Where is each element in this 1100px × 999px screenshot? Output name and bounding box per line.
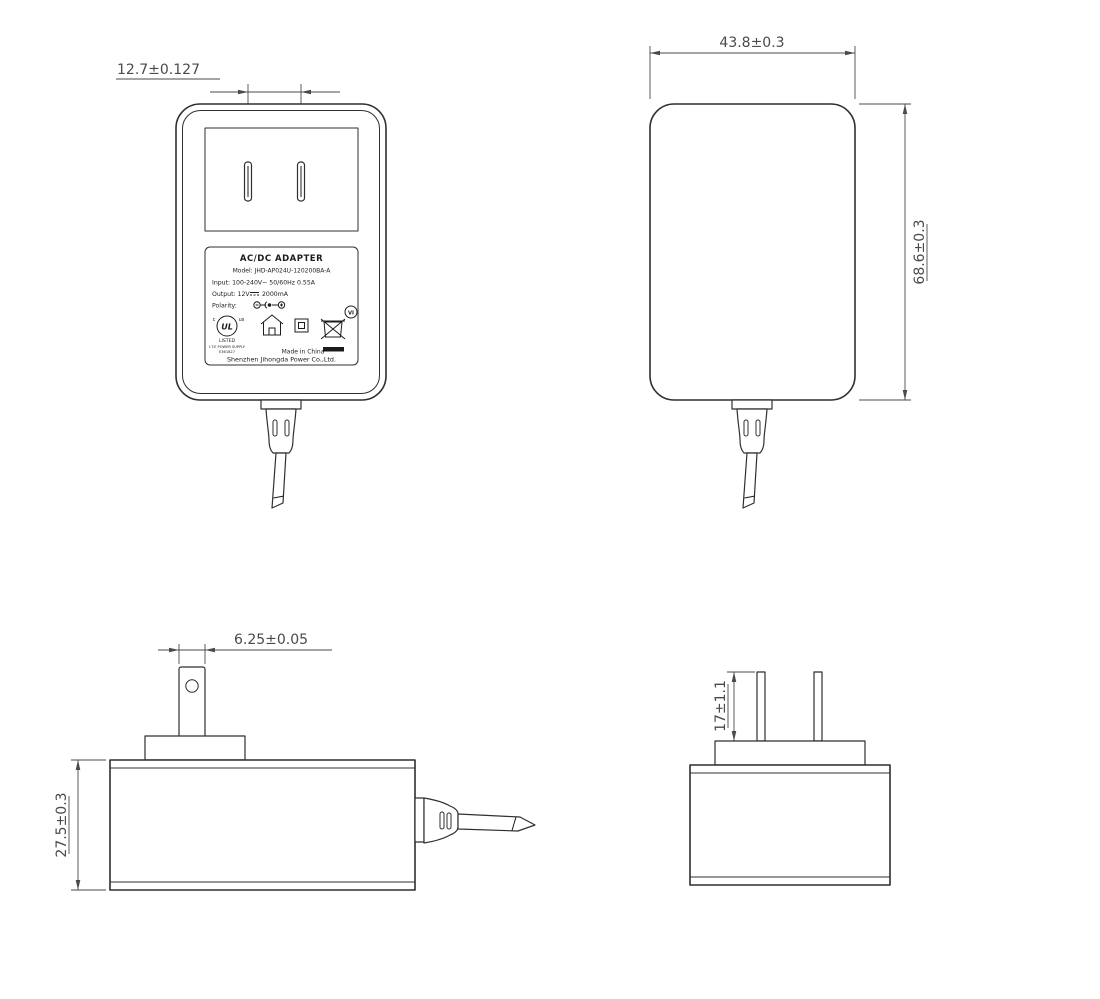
dim-prong-length-text: 17±1.1 xyxy=(713,680,729,732)
label-polarity-text: Polarity: xyxy=(212,303,237,310)
arrowhead xyxy=(902,390,908,400)
width-dimension: 43.8±0.3 xyxy=(649,35,856,99)
arrowhead xyxy=(75,880,81,890)
side-prong xyxy=(178,666,206,738)
plug-prong-left xyxy=(756,671,766,742)
ul-listed-text: LISTED xyxy=(219,338,236,344)
ite-power-supply-text: I.T.E POWER SUPPLY xyxy=(209,345,246,349)
side-blade-housing xyxy=(144,735,246,761)
efficiency-vi-icon: VI xyxy=(344,305,358,319)
body-height-dimension: 27.5±0.3 xyxy=(54,759,106,891)
plug-prong-right xyxy=(813,671,823,742)
arrowhead xyxy=(75,760,81,770)
arrowhead xyxy=(238,89,248,95)
side-cable xyxy=(457,813,536,832)
arrowhead xyxy=(845,50,855,56)
dc-polarity-icon xyxy=(253,301,286,309)
back-view: 43.8±0.3 68.6±0.3 xyxy=(649,35,928,509)
side-strain-relief xyxy=(414,797,459,844)
weee-icon xyxy=(320,318,346,352)
label-title-text: AC/DC ADAPTER xyxy=(240,254,323,264)
dc-symbol-icon xyxy=(250,292,259,296)
arrowhead xyxy=(205,647,215,653)
prong-length-dimension: 17±1.1 xyxy=(713,671,755,741)
dim-height-text: 68.6±0.3 xyxy=(912,219,928,284)
back-strain-relief xyxy=(731,399,773,454)
arrowhead xyxy=(650,50,660,56)
front-body xyxy=(175,103,387,401)
dim-blade-width-text: 6.25±0.05 xyxy=(234,632,308,648)
arrowhead xyxy=(731,672,737,682)
back-cable xyxy=(742,452,758,509)
plug-blade-housing xyxy=(714,740,866,766)
label-output-text: Output: 12V xyxy=(212,291,250,298)
efficiency-vi-text: VI xyxy=(348,311,354,317)
plug-side-view: 17±1.1 xyxy=(689,671,891,886)
label-model-text: Model: JHD-AP024U-120200BA-A xyxy=(233,268,332,275)
arrowhead xyxy=(169,647,179,653)
label-output-current-text: 2000mA xyxy=(262,291,289,298)
side-body xyxy=(109,759,416,891)
height-dimension: 68.6±0.3 xyxy=(859,103,928,401)
weee-bar xyxy=(323,347,344,352)
back-body xyxy=(649,103,856,401)
arrowhead xyxy=(902,104,908,114)
made-in-text: Made in China xyxy=(282,349,325,356)
indoor-use-icon xyxy=(260,314,284,336)
blade-hole xyxy=(185,679,199,693)
side-view: 6.25±0.05 27.5±0.3 xyxy=(54,632,536,891)
plug-body xyxy=(689,764,891,886)
arrowhead xyxy=(301,89,311,95)
front-label-panel: AC/DC ADAPTER Model: JHD-AP024U-120200BA… xyxy=(204,246,359,366)
ul-mark-text: UL xyxy=(221,323,233,332)
plug-blade xyxy=(178,666,206,738)
front-strain-relief xyxy=(260,399,302,454)
label-input-text: Input: 100-240V~ 50/60Hz 0.55A xyxy=(212,280,316,287)
arrowhead xyxy=(731,731,737,741)
prong-pitch-dimension: 12.7±0.127 xyxy=(116,62,340,160)
blade-width-dimension: 6.25±0.05 xyxy=(158,632,332,664)
front-view: 12.7±0.127 AC/DC ADAPTER Model: JHD-AP02… xyxy=(116,62,387,509)
class-ii-icon xyxy=(294,318,309,333)
front-cable xyxy=(271,452,287,509)
ul-file-number-text: E361827 xyxy=(219,350,235,354)
ul-listed-icon: UL c us LISTED I.T.E POWER SUPPLY E36182… xyxy=(209,315,246,354)
plug-prongs xyxy=(756,671,823,742)
dim-body-height-text: 27.5±0.3 xyxy=(54,792,70,857)
ul-us-text: us xyxy=(239,317,245,323)
ul-c-text: c xyxy=(213,317,216,323)
dim-width-text: 43.8±0.3 xyxy=(719,35,784,51)
company-text: Shenzhen Jihongda Power Co.,Ltd. xyxy=(227,356,336,364)
front-prongs xyxy=(243,161,306,202)
dim-prong-pitch-text: 12.7±0.127 xyxy=(117,62,200,78)
